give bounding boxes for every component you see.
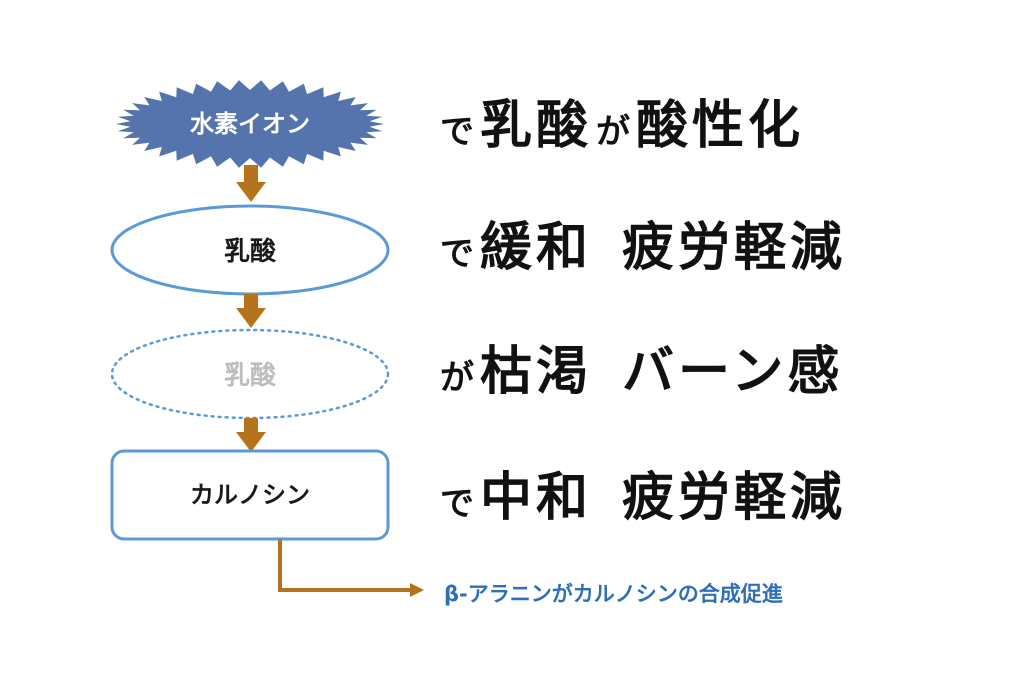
effect-row-1: で乳酸が酸性化 (440, 100, 804, 152)
effect-row-3: が枯渇バーン感 (440, 346, 843, 398)
row-3-particle: が (440, 358, 474, 398)
row-2-particle: で (440, 234, 474, 274)
row-4-term: 中和 (480, 468, 593, 528)
beta-alanine-note: β-アラニンがカルノシンの合成促進 (444, 582, 783, 606)
row-1-particle2: が (596, 112, 631, 152)
row-1-term: 乳酸 (480, 96, 593, 156)
row-3-result: バーン感 (622, 342, 844, 402)
lactic-acid-depleted-node (110, 328, 390, 420)
row-2-term: 緩和 (480, 218, 593, 278)
carnosine-node (110, 449, 390, 541)
row-3-term: 枯渇 (480, 342, 593, 402)
row-4-particle: で (440, 484, 474, 524)
row-4-result: 疲労軽減 (622, 468, 847, 528)
effect-row-4: で中和疲労軽減 (440, 472, 846, 524)
row-1-particle: で (440, 112, 474, 152)
down-arrow-2 (236, 294, 266, 328)
row-1-result: 酸性化 (636, 96, 805, 156)
lactic-acid-label: 乳酸 (224, 237, 277, 267)
elbow-arrow (278, 540, 424, 597)
down-arrow-1 (236, 165, 266, 202)
lactic-acid-depleted-label: 乳酸 (224, 361, 277, 391)
row-2-result: 疲労軽減 (622, 218, 847, 278)
hydrogen-ion-starburst (116, 80, 384, 168)
down-arrow-3 (236, 418, 266, 452)
hydrogen-ion-label: 水素イオン (190, 110, 310, 138)
carnosine-label: カルノシン (190, 481, 310, 509)
effect-row-2: で緩和疲労軽減 (440, 222, 846, 274)
